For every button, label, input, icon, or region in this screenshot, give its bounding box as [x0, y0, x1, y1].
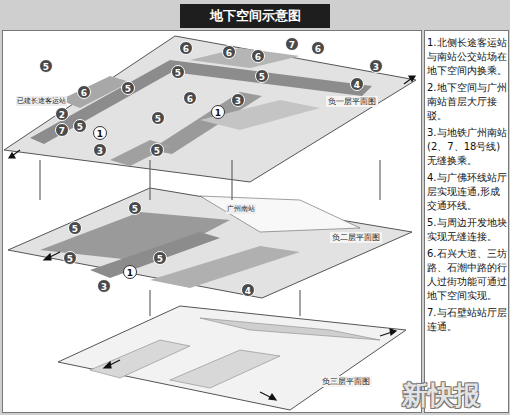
floor-link	[231, 160, 232, 200]
callout-number: 6	[222, 45, 236, 59]
floor-link	[39, 160, 40, 200]
callout-number: 5	[150, 143, 164, 157]
watermark: 新快报	[402, 378, 480, 413]
callout-number: 1	[93, 126, 107, 140]
callout-number: 3	[369, 59, 383, 73]
callout-number: 2	[55, 107, 69, 121]
place-label: 广州南站	[226, 204, 256, 214]
floor-plane: 负二层平面图	[8, 200, 412, 290]
floor-link	[149, 160, 150, 200]
note-text: 5.与周边开发地块实现无缝连接。	[427, 216, 507, 244]
callout-number: 4	[241, 283, 255, 297]
callout-number: 6	[311, 41, 325, 55]
callout-number: 5	[151, 111, 165, 125]
note-text: 7.与石壁站站厅层连通。	[427, 306, 507, 334]
notes-panel: 1.北侧长途客运站与南站公交站场在地下空间内换乘。2.地下空间与广州南站首层大厅…	[427, 36, 507, 337]
callout-number: 5	[171, 65, 185, 79]
callout-number: 3	[97, 279, 111, 293]
note-text: 2.地下空间与广州南站首层大厅接驳。	[427, 81, 507, 123]
callout-number: 6	[179, 41, 193, 55]
callout-number: 5	[128, 201, 142, 215]
callout-number: 5	[121, 81, 135, 95]
floor-plane: 负三层平面图	[58, 316, 406, 405]
callout-number: 5	[255, 69, 269, 83]
callout-number: 5	[73, 119, 87, 133]
callout-number: 4	[350, 77, 364, 91]
callout-number: 5	[63, 251, 77, 265]
callout-number: 1	[211, 105, 225, 119]
floor-name: 负一层平面图	[326, 96, 378, 107]
callout-number: 3	[93, 143, 107, 157]
floor-link	[299, 290, 300, 316]
floor-name: 负二层平面图	[330, 232, 382, 243]
callout-number: 1	[123, 265, 137, 279]
callout-number: 5	[68, 221, 82, 235]
note-text: 3.与地铁广州南站(2、7、18号线)无缝换乘。	[427, 126, 507, 168]
callout-number: 6	[183, 91, 197, 105]
callout-number: 7	[285, 37, 299, 51]
callout-number: 5	[153, 251, 167, 265]
callout-number: 6	[77, 85, 91, 99]
note-text: 1.北侧长途客运站与南站公交站场在地下空间内换乘。	[427, 36, 507, 78]
floor-name: 负三层平面图	[320, 376, 372, 387]
note-text: 6.石兴大道、三坊路、石潮中路的行人过街功能可通过地下空间实现。	[427, 247, 507, 303]
place-label: 已建长途客运站	[16, 96, 67, 106]
callout-number: 5	[39, 59, 53, 73]
floor-link	[379, 160, 380, 200]
callout-number: 3	[231, 93, 245, 107]
callout-number: 6	[251, 49, 265, 63]
note-text: 4.与广佛环线站厅层实现连通,形成交通环线。	[427, 171, 507, 213]
title: 地下空间示意图	[180, 4, 330, 28]
callout-number: 7	[55, 123, 69, 137]
floor-link	[149, 290, 150, 316]
